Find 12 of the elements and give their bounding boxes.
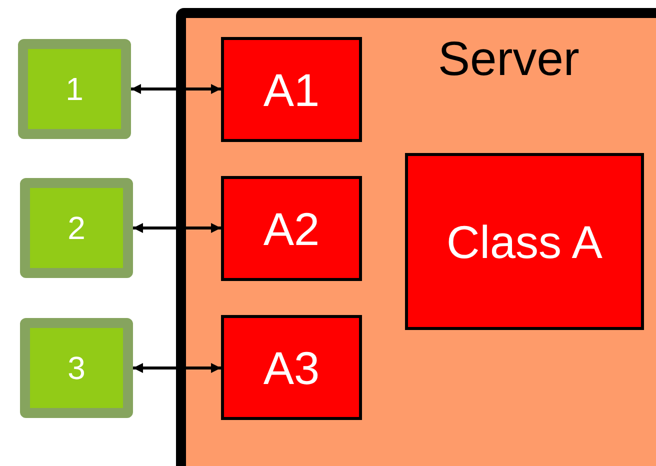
double-arrow	[133, 223, 221, 233]
client-box: 3	[20, 318, 133, 418]
client-box: 1	[18, 39, 131, 139]
class-box: Class A	[405, 153, 644, 330]
double-arrow	[131, 84, 221, 94]
class-box: A2	[221, 176, 362, 281]
class-box: A3	[221, 315, 362, 420]
server-heading: Server	[438, 36, 580, 84]
double-arrow	[133, 363, 221, 373]
server-container	[176, 8, 656, 466]
class-box: A1	[221, 37, 362, 142]
client-box: 2	[20, 178, 133, 278]
